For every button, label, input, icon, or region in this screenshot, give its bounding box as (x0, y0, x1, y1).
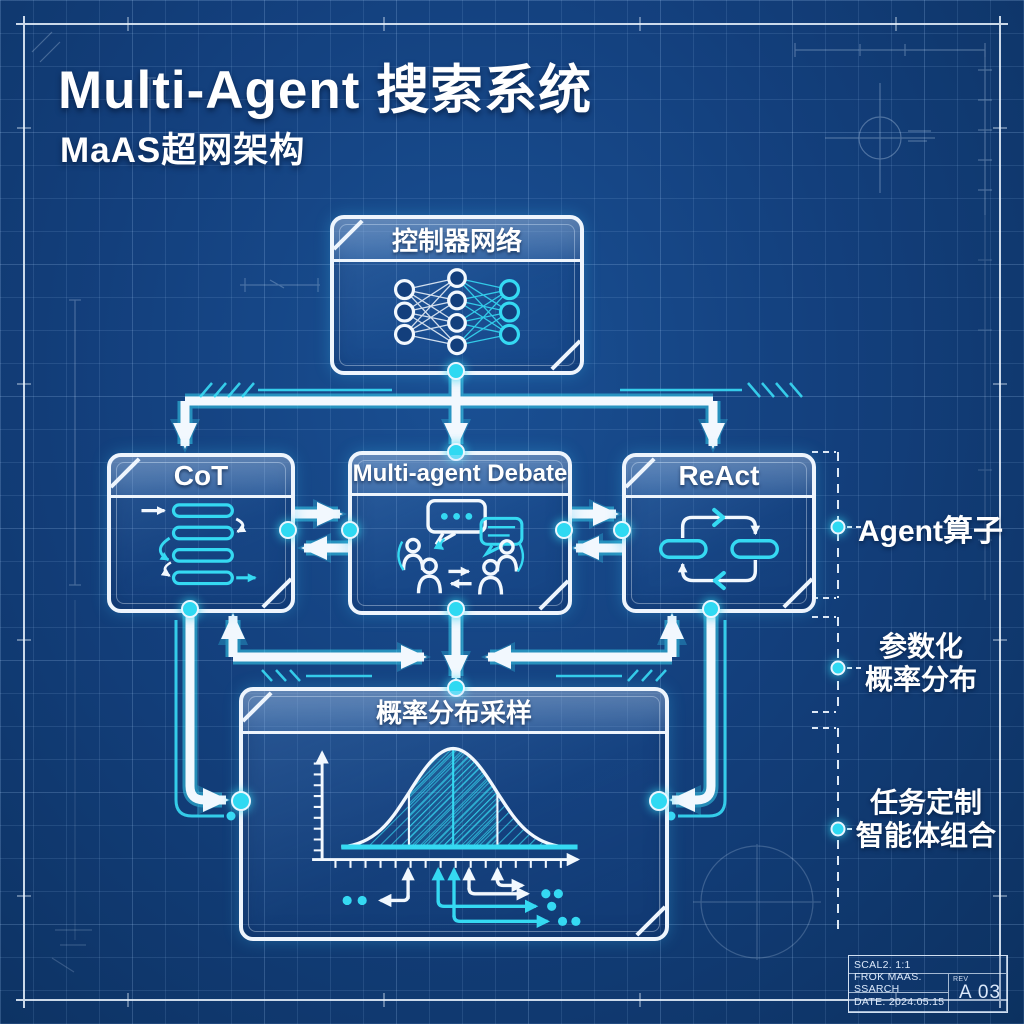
title-block-revision: REV A 03 (949, 974, 1007, 1012)
annotation-agent-operators: Agent算子 (858, 506, 1003, 550)
debate-agents-icon (397, 499, 525, 595)
node-react: ReAct (622, 453, 816, 613)
node-controller: 控制器网络 (330, 215, 584, 375)
node-sampling: 概率分布采样 (239, 687, 669, 941)
react-loop-icon (659, 507, 779, 591)
revision-label: REV (953, 976, 969, 983)
chain-of-thought-icon (141, 503, 257, 586)
page-subtitle: MaAS超网架构 (60, 131, 306, 170)
arrow-react-to-sampling-side (669, 609, 716, 812)
title-block: SCAL2. 1:1 FROK MAAS. SSARCH REV A 03 DA… (848, 955, 1008, 1013)
title-block-from: FROK MAAS. SSARCH (849, 971, 949, 995)
react-title: ReAct (626, 457, 812, 498)
page-title: Multi-Agent 搜索系统 (58, 61, 593, 120)
annotation-line: 智能体组合 (855, 820, 996, 851)
node-cot: CoT (107, 453, 295, 613)
annotation-line: 任务定制 (869, 787, 982, 818)
bottom-right-circle-sketch (693, 844, 821, 960)
neural-network-icon (393, 268, 521, 356)
annotation-task-custom-combination: 任务定制 智能体组合 (836, 786, 1016, 852)
annotation-line: 概率分布 (864, 664, 977, 695)
node-debate: Multi-agent Debate (348, 451, 572, 615)
title-block-scale: SCAL2. 1:1 (849, 956, 1007, 974)
cot-title: CoT (111, 457, 291, 498)
bottom-left-sketch (51, 929, 92, 973)
controller-title: 控制器网络 (334, 219, 580, 262)
title-block-date: DATE. 2024.05.15 (849, 993, 949, 1012)
annotation-parameterized-distribution: 参数化 概率分布 (846, 630, 996, 696)
annotation-line: Agent算子 (858, 515, 1003, 548)
debate-title: Multi-agent Debate (352, 455, 568, 496)
annotation-line: 参数化 (878, 631, 963, 662)
arrow-cot-to-sampling-side (185, 609, 229, 812)
revision-value: A 03 (958, 981, 1002, 1003)
gaussian-distribution-icon (312, 746, 581, 928)
sampling-title: 概率分布采样 (243, 691, 665, 734)
